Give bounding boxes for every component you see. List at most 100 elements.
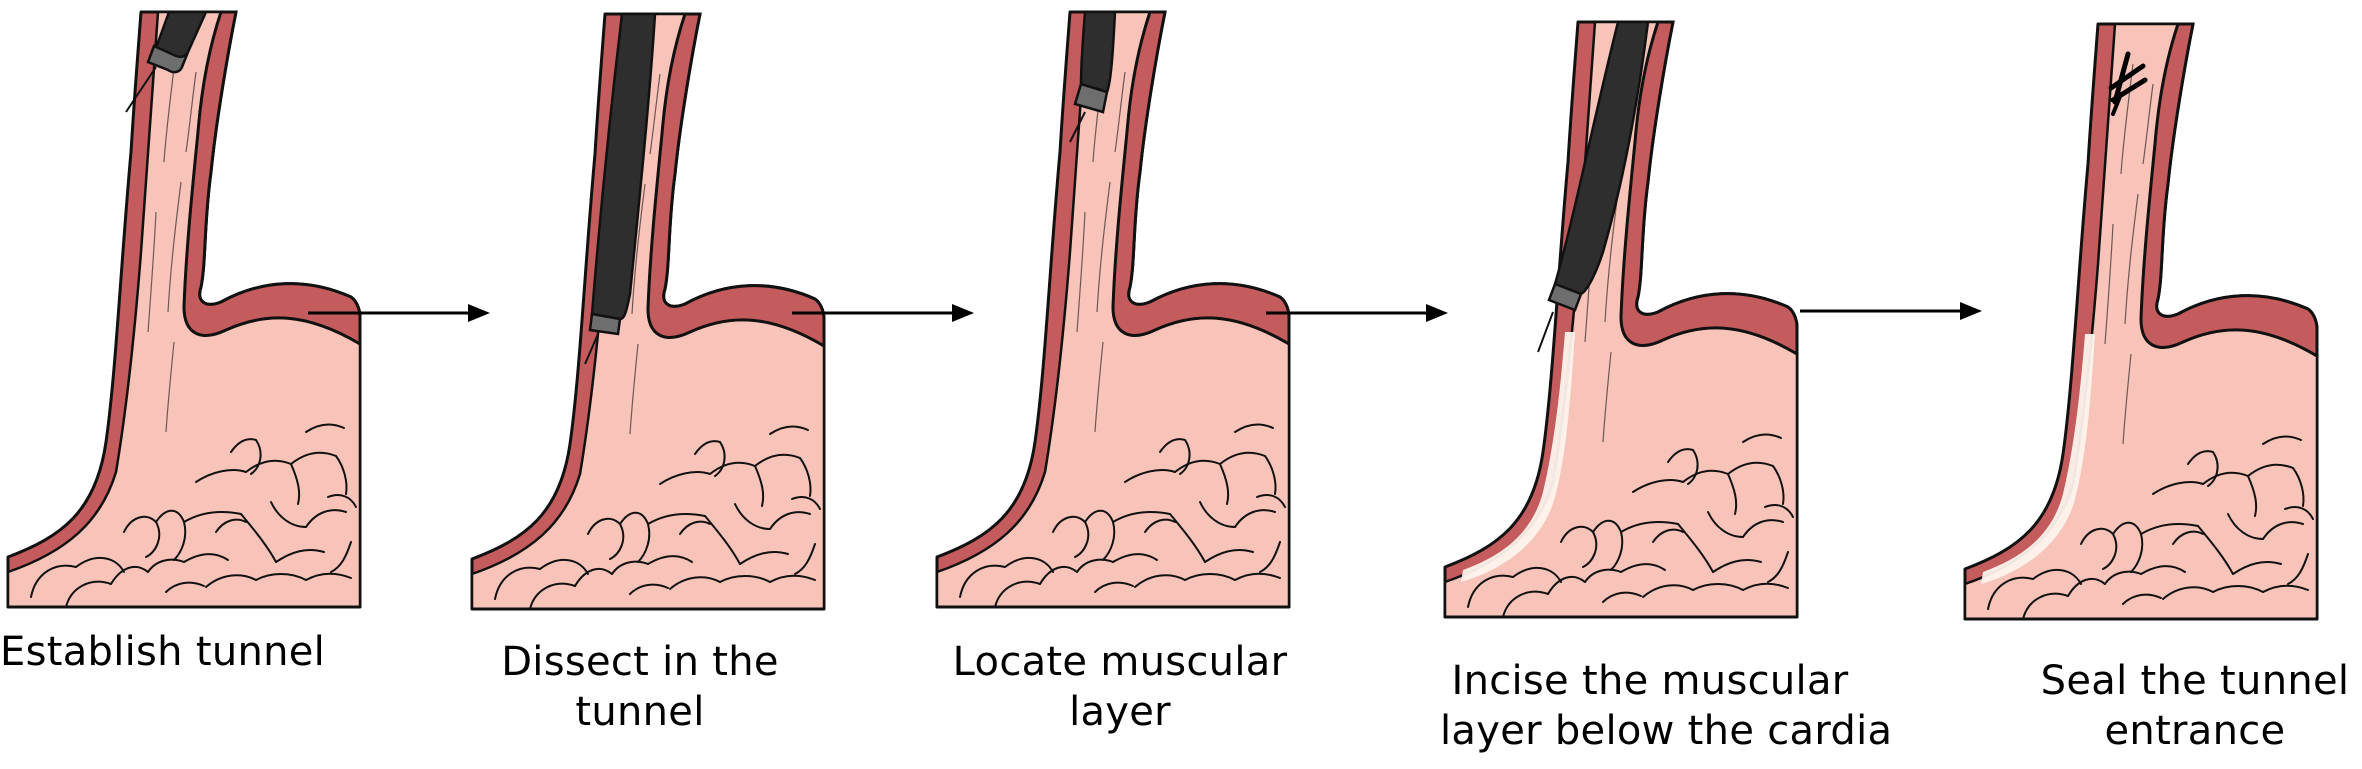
gastric-fold-line: [1512, 567, 1562, 583]
gastric-fold-line: [2152, 481, 2204, 495]
gastric-fold-line: [183, 511, 242, 523]
gastric-fold-line: [1987, 576, 2034, 610]
gastric-fold-line: [1159, 438, 1191, 475]
gastric-fold-line: [2140, 523, 2199, 535]
gastric-fold-line: [1727, 473, 1738, 515]
gastric-fold-line: [2187, 450, 2219, 487]
gastric-fold-line: [754, 453, 801, 467]
right-wall-muscle: [2139, 22, 2319, 359]
gastric-fold-line: [647, 513, 706, 525]
endoscope-icon: [125, 10, 208, 113]
gastric-fold-line: [1259, 541, 1281, 573]
right-wall-muscle: [1111, 10, 1291, 347]
gastric-fold-line: [215, 518, 247, 533]
right-wall-muscle: [182, 10, 362, 347]
gastric-fold-line: [769, 574, 816, 583]
mucosal-streak: [1094, 341, 1104, 433]
gastric-fold-line: [1112, 511, 1171, 523]
gastric-fold-line: [2284, 506, 2314, 520]
mucosal-streak: [147, 211, 157, 333]
gastric-fold-line: [769, 425, 809, 435]
gastric-fold-line: [240, 513, 277, 563]
gastric-fold-line: [1677, 523, 1714, 573]
gastric-fold-line: [2022, 592, 2069, 620]
gastric-fold-line: [1584, 568, 1622, 583]
gastric-fold-line: [2232, 561, 2282, 575]
step-label-line: layer: [1069, 689, 1171, 735]
gastric-fold-line: [769, 511, 811, 530]
gastric-fold-line: [195, 469, 247, 483]
mucosal-streak: [2124, 193, 2139, 325]
gastric-fold-line: [290, 451, 337, 465]
endoscope-tip: [146, 44, 190, 74]
gastric-fold-line: [2162, 586, 2214, 600]
gastric-fold-line: [2032, 569, 2082, 585]
gastric-fold-line: [2262, 521, 2304, 540]
gastric-fold-line: [1712, 559, 1762, 573]
esophagus-stomach-illustration: [6, 10, 362, 609]
gastric-fold-line: [275, 549, 325, 563]
gastric-fold-line: [183, 553, 229, 563]
gastric-fold-line: [1076, 558, 1114, 573]
arrow-right-icon: [792, 304, 974, 322]
step-label-seal: Seal the tunnel entrance: [2015, 656, 2362, 756]
clip-stroke: [2108, 63, 2146, 91]
gastric-fold-line: [1112, 553, 1158, 563]
endoscope-icon: [584, 12, 657, 365]
mucosal-streak: [2122, 353, 2132, 445]
gastric-fold-line: [330, 541, 352, 573]
mucosal-streak: [1076, 211, 1086, 333]
gastric-fold-line: [2262, 435, 2302, 445]
mucosal-streak: [1602, 351, 1612, 443]
gastric-fold-line: [694, 440, 726, 477]
mucosal-streak: [185, 71, 197, 153]
gastric-fold-line: [1652, 528, 1684, 543]
gastric-fold-line: [1204, 549, 1254, 563]
gastric-fold-line: [2122, 593, 2162, 605]
mucosal-streak: [2104, 223, 2114, 345]
endoscope-shaft: [1079, 10, 1117, 94]
endoscope-shaft: [1553, 20, 1650, 296]
mucosal-streak: [631, 183, 646, 315]
gastric-fold-line: [2262, 584, 2309, 593]
gastric-fold-line: [1772, 465, 1785, 505]
gastric-fold-line: [1004, 557, 1054, 573]
gastric-fold-line: [739, 551, 789, 565]
gastric-fold-line: [1642, 584, 1694, 598]
mucosal-streak: [167, 181, 182, 313]
gastric-fold-line: [754, 465, 765, 507]
step-label-line: Seal the tunnel: [2040, 658, 2350, 704]
gastric-fold-line: [1219, 451, 1266, 465]
gastric-fold-line: [165, 581, 205, 593]
gastric-fold-line: [1094, 581, 1134, 593]
gastric-fold-line: [1620, 563, 1666, 573]
panel-locate-muscular-layer: [935, 10, 1291, 609]
gastric-fold-line: [734, 503, 771, 530]
gastric-fold-line: [1234, 572, 1281, 581]
gastric-fold-line: [494, 566, 541, 600]
gastric-fold-line: [2202, 471, 2249, 485]
gastric-fold-line: [529, 582, 576, 610]
gastric-fold-line: [611, 560, 649, 575]
gastric-fold-line: [290, 463, 301, 505]
gastric-fold-line: [791, 496, 821, 510]
incision-highlight: [1461, 332, 1575, 582]
gastric-fold-line: [799, 457, 812, 497]
gastric-fold-line: [1124, 469, 1176, 483]
gastric-fold-line: [647, 555, 693, 565]
step-label-locate: Locate muscular layer: [935, 637, 1305, 737]
gastric-fold-line: [1256, 494, 1286, 508]
right-wall-muscle: [1619, 20, 1799, 357]
gastric-fold-line: [230, 438, 262, 475]
clip-stroke: [2111, 92, 2123, 116]
gastric-fold-line: [1692, 583, 1744, 591]
endoscope-shaft: [590, 12, 657, 321]
incision-highlight: [1981, 334, 2095, 584]
knife-wire: [1069, 111, 1086, 143]
step-label-line: Incise the muscular: [1451, 658, 1849, 704]
gastric-fold-line: [1234, 509, 1276, 528]
mucosal-streak: [165, 341, 175, 433]
gastric-fold-line: [1039, 565, 1078, 585]
gastric-fold-line: [1767, 551, 1789, 583]
step-label-line: entrance: [2104, 708, 2286, 754]
